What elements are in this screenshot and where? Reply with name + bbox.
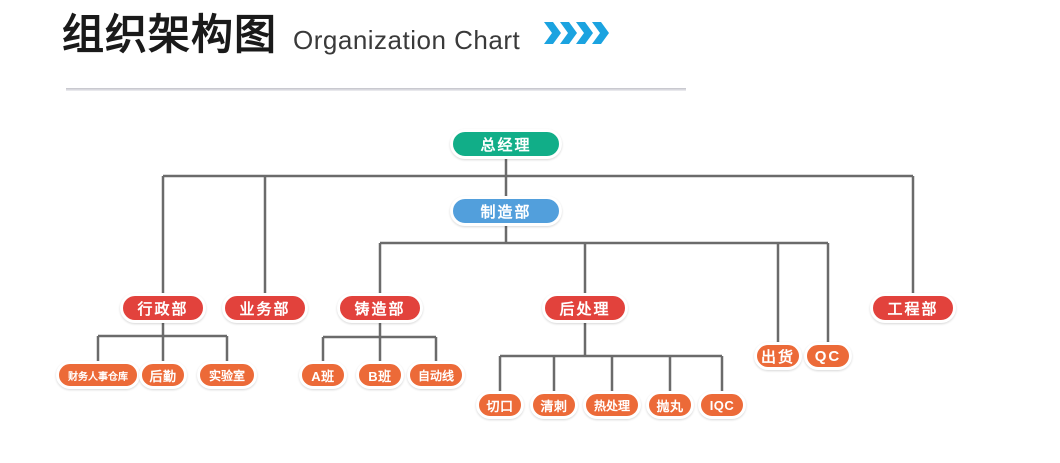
org-node-label: 总经理: [480, 136, 532, 154]
org-node-label: 热处理: [593, 398, 630, 413]
page-title-en: Organization Chart: [293, 25, 521, 55]
header-divider: [66, 88, 686, 91]
org-node-label: 铸造部: [354, 300, 406, 318]
org-node-label: IQC: [709, 397, 735, 413]
org-node-cut[interactable]: 切口: [476, 391, 524, 419]
org-node-label: 制造部: [480, 203, 532, 221]
org-node-deburr[interactable]: 清刺: [530, 391, 578, 419]
org-node-label: 出货: [760, 348, 795, 366]
org-node-mfg[interactable]: 制造部: [450, 196, 562, 226]
org-node-iqc[interactable]: IQC: [698, 391, 746, 419]
org-node-admin[interactable]: 行政部: [120, 293, 206, 323]
org-node-label: 后勤: [149, 368, 177, 384]
org-node-fin[interactable]: 财务人事仓库: [56, 361, 140, 389]
org-node-label: 行政部: [137, 300, 189, 318]
org-node-shot[interactable]: 抛丸: [646, 391, 694, 419]
page-header: 组织架构图 Organization Chart: [62, 14, 762, 76]
org-node-label: 实验室: [208, 368, 245, 383]
org-node-post[interactable]: 后处理: [542, 293, 628, 323]
org-node-qc[interactable]: QC: [804, 342, 852, 370]
org-node-gm[interactable]: 总经理: [450, 129, 562, 159]
org-node-label: 业务部: [239, 300, 291, 318]
org-node-label: 抛丸: [656, 398, 684, 414]
org-node-lab[interactable]: 实验室: [197, 361, 257, 389]
org-node-autoline[interactable]: 自动线: [407, 361, 465, 389]
org-node-ship[interactable]: 出货: [754, 342, 802, 370]
org-node-casting[interactable]: 铸造部: [337, 293, 423, 323]
org-node-label: 自动线: [417, 368, 454, 383]
double-chevron-right-icon: [544, 20, 616, 46]
org-node-logi[interactable]: 后勤: [139, 361, 187, 389]
org-node-sales[interactable]: 业务部: [222, 293, 308, 323]
org-node-heat[interactable]: 热处理: [583, 391, 641, 419]
org-node-label: B班: [368, 368, 392, 384]
org-node-label: 后处理: [559, 300, 611, 318]
org-node-label: 清刺: [540, 398, 568, 414]
page-title-cn: 组织架构图: [62, 11, 278, 58]
org-node-label: A班: [311, 368, 335, 384]
org-node-eng[interactable]: 工程部: [870, 293, 956, 323]
org-node-label: QC: [814, 347, 842, 365]
org-node-label: 财务人事仓库: [68, 371, 128, 383]
org-node-shiftB[interactable]: B班: [356, 361, 404, 389]
org-node-label: 工程部: [887, 300, 939, 318]
org-node-shiftA[interactable]: A班: [299, 361, 347, 389]
org-node-label: 切口: [486, 398, 514, 414]
